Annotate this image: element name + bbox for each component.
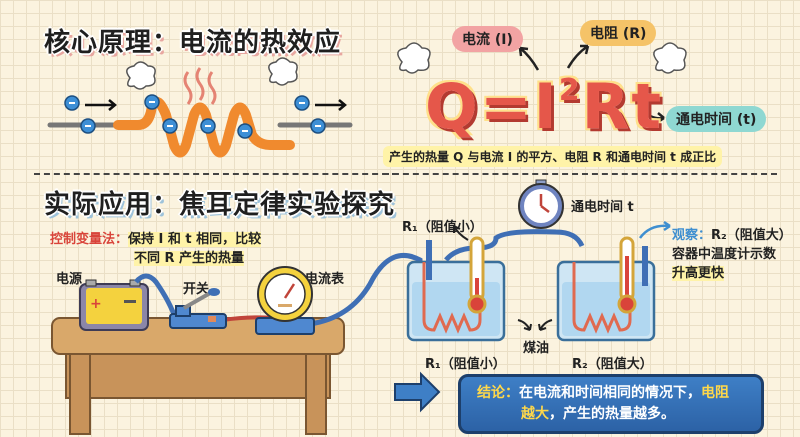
r1-bottom-label: R₁（阻值小） bbox=[425, 357, 506, 372]
arrow-right-icon bbox=[394, 371, 441, 413]
current-label-pill: 电流 (I) bbox=[452, 26, 523, 52]
thermometer-r2 bbox=[617, 236, 637, 314]
control-variable-note: 控制变量法：保持 I 和 t 相同，比较 不同 R 产生的热量 bbox=[50, 230, 262, 268]
power-source-label: 电源 bbox=[56, 272, 83, 287]
observation-line3: 升高更快 bbox=[672, 266, 725, 281]
ammeter-icon bbox=[255, 266, 315, 335]
observation-line2: 容器中温度计示数 bbox=[672, 247, 777, 262]
steam-puff-icon bbox=[653, 42, 687, 74]
section-divider bbox=[34, 173, 398, 175]
observation-line1: R₂（阻值大） bbox=[711, 228, 792, 243]
conclusion-highlight2: 越大 bbox=[521, 406, 549, 422]
ammeter-label: 电流表 bbox=[305, 272, 345, 287]
section1-title: 核心原理：电流的热效应 bbox=[44, 28, 342, 58]
method-text-line1: 保持 I 和 t 相同，比较 bbox=[128, 232, 262, 247]
formula-i: I bbox=[533, 70, 559, 143]
conclusion-text2: ，产生的热量越多。 bbox=[549, 406, 675, 422]
steam-puff-icon bbox=[126, 61, 156, 90]
heating-wire-diagram bbox=[47, 57, 353, 158]
r1-top-label: R₁（阻值小） bbox=[402, 220, 483, 235]
timer-label: 通电时间 t bbox=[571, 200, 634, 215]
beaker-r1 bbox=[406, 240, 506, 342]
stopwatch-icon bbox=[518, 179, 564, 229]
section-divider bbox=[383, 173, 777, 175]
resistance-label-pill: 电阻 (R) bbox=[580, 20, 657, 46]
formula-exponent: 2 bbox=[558, 73, 582, 108]
joule-law-formula: Q=I2Rt bbox=[425, 70, 663, 143]
time-label-pill: 通电时间 (t) bbox=[666, 106, 767, 132]
conclusion-highlight1: 电阻 bbox=[701, 385, 729, 401]
beaker-r2 bbox=[556, 246, 656, 342]
conclusion-label: 结论： bbox=[477, 385, 519, 401]
conclusion-text1: 在电流和时间相同的情况下， bbox=[519, 385, 701, 401]
table-illustration bbox=[51, 317, 345, 435]
formula-q: Q bbox=[425, 70, 480, 143]
observation-note: 观察：R₂（阻值大） 容器中温度计示数 升高更快 bbox=[672, 226, 792, 283]
formula-arrows bbox=[397, 42, 687, 124]
conclusion-box: 结论：在电流和时间相同的情况下，电阻 越大，产生的热量越多。 bbox=[458, 374, 764, 434]
formula-equals: = bbox=[479, 70, 534, 143]
svg-text:+: + bbox=[90, 296, 102, 312]
method-text-line2: 不同 R 产生的热量 bbox=[134, 251, 245, 266]
steam-puff-icon bbox=[268, 57, 298, 86]
method-label: 控制变量法： bbox=[50, 232, 129, 247]
kerosene-label: 煤油 bbox=[523, 341, 550, 356]
formula-description: 产生的热量 Q 与电流 I 的平方、电阻 R 和通电时间 t 成正比 bbox=[383, 146, 723, 167]
r2-bottom-label: R₂（阻值大） bbox=[572, 357, 653, 372]
steam-puff-icon bbox=[397, 42, 431, 74]
formula-rt: Rt bbox=[581, 70, 664, 143]
battery-icon: + bbox=[79, 279, 149, 331]
section2-title: 实际应用：焦耳定律实验探究 bbox=[44, 190, 396, 220]
thermometer-r1 bbox=[467, 236, 487, 314]
observation-label: 观察： bbox=[672, 228, 712, 243]
switch-icon bbox=[169, 288, 227, 329]
switch-label: 开关 bbox=[183, 282, 210, 297]
